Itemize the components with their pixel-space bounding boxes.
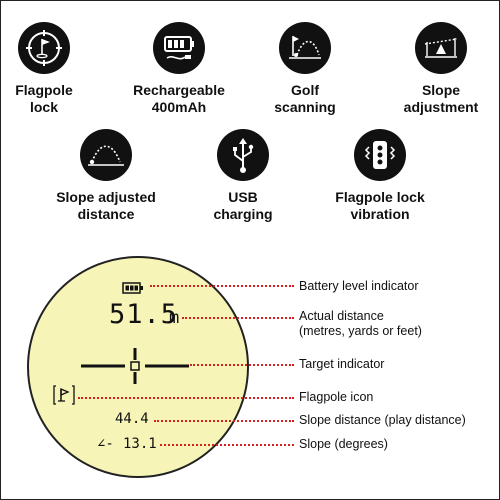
feature-golf-scanning: Golf scanning <box>240 22 370 116</box>
feature-label: Slope adjusted distance <box>56 189 156 222</box>
feature-label: Golf scanning <box>274 82 336 115</box>
slope-distance-leader-line <box>154 420 294 422</box>
slope-distance-icon <box>80 129 132 181</box>
target-crosshair <box>81 348 189 384</box>
slope-symbol: ∠- <box>97 436 114 452</box>
feature-flagpole-lock: Flagpole lock <box>0 22 109 116</box>
usb-icon <box>217 129 269 181</box>
flagpole-icon <box>53 385 75 405</box>
callout-slope: Slope (degrees) <box>299 437 388 451</box>
golf-scanning-icon <box>279 22 331 74</box>
slope-leader-line <box>160 444 294 446</box>
rangefinder-display: 51.5 m 44.4 ∠- 13.1 <box>27 256 249 478</box>
flagpole-lock-icon <box>18 22 70 74</box>
distance-unit: m <box>169 308 180 328</box>
actual-distance-value: 51.5 <box>109 299 179 330</box>
feature-label: Rechargeable 400mAh <box>133 82 225 115</box>
feature-usb-charging: USB charging <box>178 129 308 223</box>
slope-value: 13.1 <box>123 436 157 452</box>
vibration-icon <box>354 129 406 181</box>
feature-vibration: Flagpole lock vibration <box>315 129 445 223</box>
feature-label: Flagpole lock <box>15 82 73 115</box>
callout-battery: Battery level indicator <box>299 279 419 293</box>
battery-leader-line <box>150 285 294 287</box>
flagpole-leader-line <box>78 397 294 399</box>
callout-target: Target indicator <box>299 357 385 371</box>
feature-slope-adjustment: Slope adjustment <box>376 22 500 116</box>
feature-label: Slope adjustment <box>403 82 479 115</box>
feature-rechargeable: Rechargeable 400mAh <box>114 22 244 116</box>
target-leader-line <box>190 364 294 366</box>
battery-charging-icon <box>153 22 205 74</box>
callout-distance: Actual distance (metres, yards or feet) <box>299 309 422 338</box>
slope-adjustment-icon <box>415 22 467 74</box>
callout-slope-distance: Slope distance (play distance) <box>299 413 466 427</box>
feature-slope-distance: Slope adjusted distance <box>41 129 171 223</box>
slope-distance-value: 44.4 <box>115 411 149 427</box>
feature-label: Flagpole lock vibration <box>335 189 425 222</box>
callout-flagpole: Flagpole icon <box>299 390 374 404</box>
battery-level-icon <box>122 282 143 294</box>
feature-label: USB charging <box>213 189 273 222</box>
distance-leader-line <box>182 317 294 319</box>
